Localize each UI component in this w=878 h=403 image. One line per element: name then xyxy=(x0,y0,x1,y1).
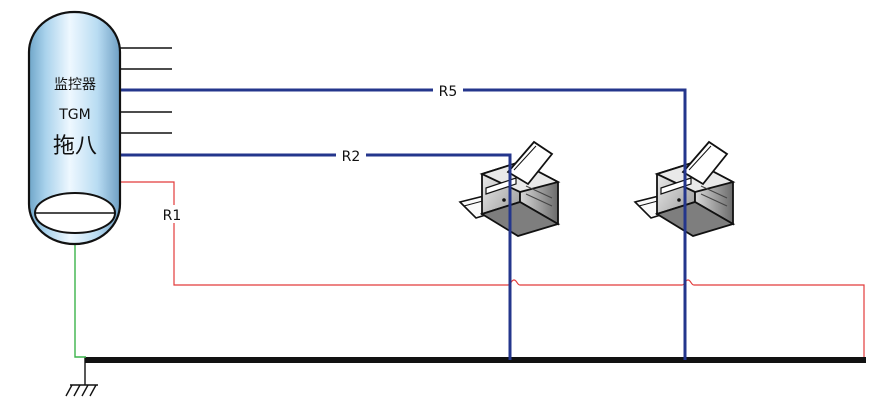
r5-wire xyxy=(120,88,687,360)
r2-wire xyxy=(120,153,512,360)
monitor-model-label: TGM xyxy=(58,107,90,123)
ground-icon xyxy=(65,357,98,397)
r1-label: R1 xyxy=(163,208,182,224)
terminal-stubs xyxy=(118,47,172,134)
r5-label: R5 xyxy=(439,84,458,100)
r2-label: R2 xyxy=(342,149,361,165)
monitor-cylinder xyxy=(27,10,122,246)
monitor-type-label: 拖八 xyxy=(53,134,97,159)
monitor-label: 监控器 xyxy=(54,77,96,93)
green-ground-wire xyxy=(74,238,86,358)
